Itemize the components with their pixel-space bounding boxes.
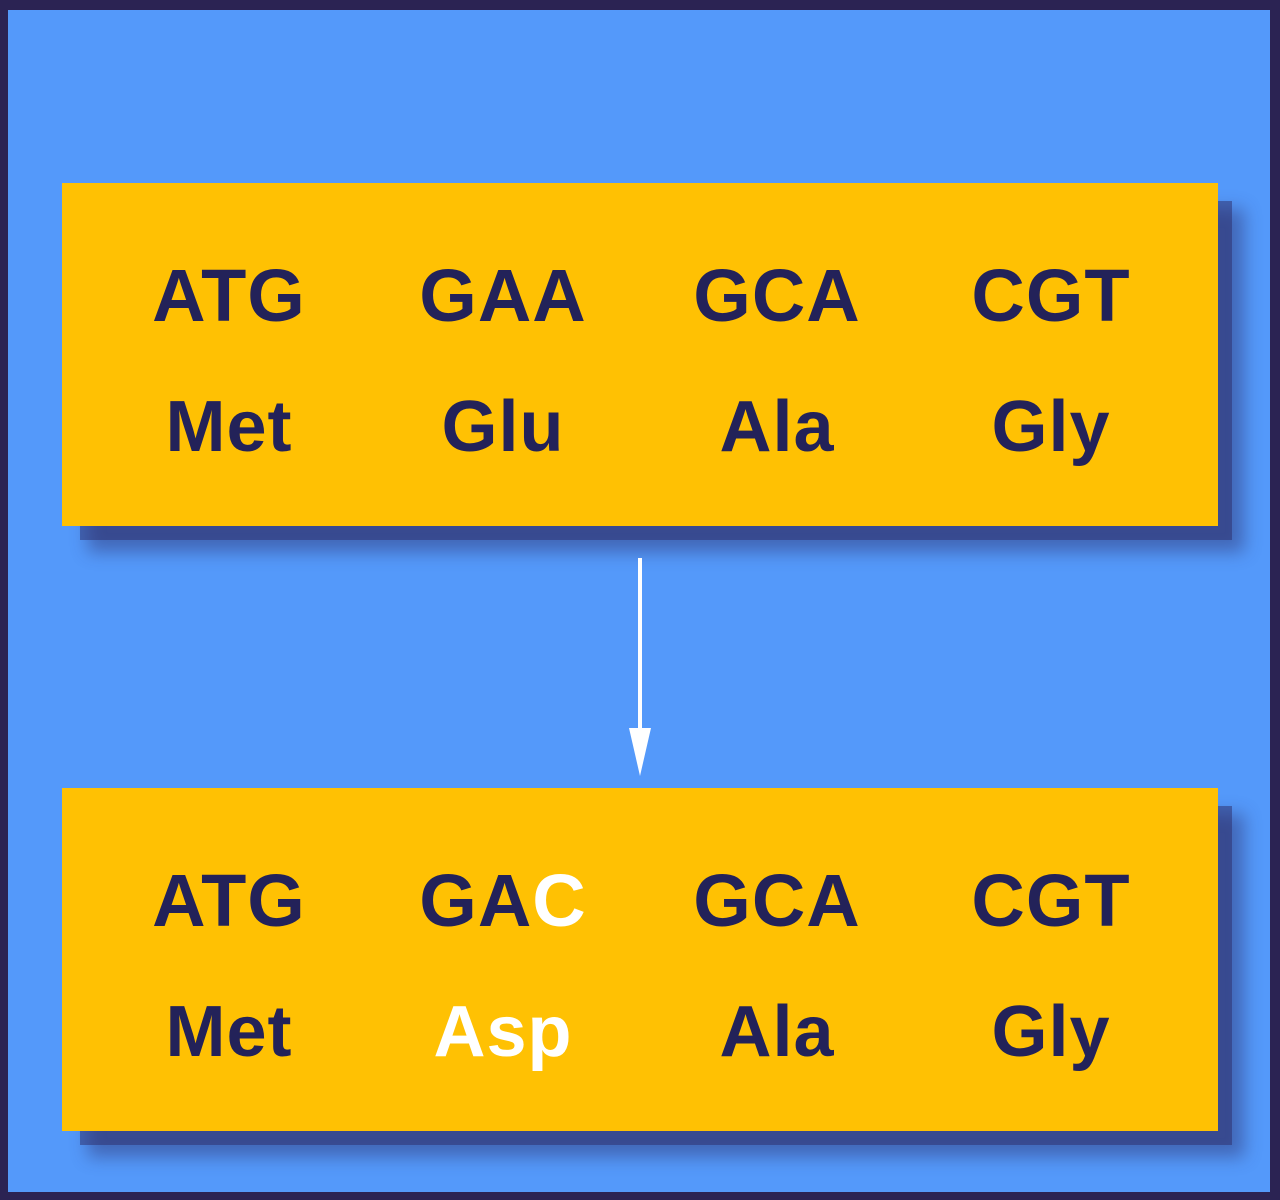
- codon-text: ATG: [152, 254, 306, 338]
- amino-acid-cell: Ala: [719, 996, 834, 1068]
- amino-acid-text: Gly: [991, 386, 1111, 467]
- codon-cell: GAA: [419, 259, 586, 333]
- codon-text: CGT: [971, 859, 1131, 943]
- amino-acid-cell: Ala: [719, 391, 834, 463]
- codon-cell: ATG: [152, 259, 306, 333]
- mutated-base-text: C: [532, 859, 587, 943]
- amino-acid-cell: Met: [166, 996, 293, 1068]
- amino-acid-text: Glu: [441, 386, 565, 467]
- codon-text: GCA: [693, 254, 861, 338]
- codon-cell: CGT: [971, 864, 1130, 938]
- amino-acid-cell: Gly: [991, 996, 1110, 1068]
- codon-text: GA: [419, 859, 533, 943]
- codon-text: GCA: [693, 859, 861, 943]
- codon-text: ATG: [152, 859, 306, 943]
- codon-cell: ATG: [152, 864, 306, 938]
- mutation-arrow-icon: [629, 558, 651, 776]
- amino-acid-text: Met: [165, 386, 293, 467]
- codon-cell: GCA: [693, 864, 860, 938]
- amino-acid-text: Gly: [991, 991, 1111, 1072]
- mutated-sequence-box: ATG GAC GCA CGT Met Asp Ala Gly: [62, 788, 1218, 1131]
- amino-acid-cell: Gly: [991, 391, 1110, 463]
- mutated-amino-acid-text: Asp: [433, 991, 573, 1072]
- codon-cell-mutated: GAC: [419, 864, 586, 938]
- amino-acid-text: Ala: [719, 386, 835, 467]
- original-sequence-box: ATG GAA GCA CGT Met Glu Ala Gly: [62, 183, 1218, 526]
- amino-acid-text: Met: [165, 991, 293, 1072]
- codon-cell: GCA: [693, 259, 860, 333]
- codon-cell: CGT: [971, 259, 1130, 333]
- codon-text: GAA: [419, 254, 587, 338]
- amino-acid-text: Ala: [719, 991, 835, 1072]
- amino-acid-cell: Glu: [442, 391, 565, 463]
- amino-acid-cell-mutated: Asp: [433, 996, 572, 1068]
- codon-text: CGT: [971, 254, 1131, 338]
- amino-acid-cell: Met: [166, 391, 293, 463]
